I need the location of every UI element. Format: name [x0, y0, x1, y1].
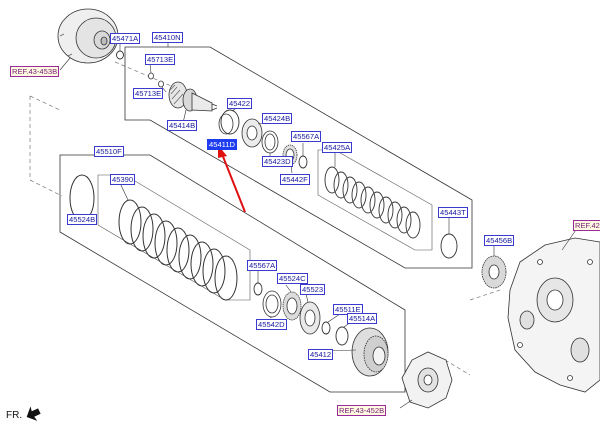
part-label-45423D[interactable]: 45423D [262, 156, 293, 167]
part-label-45524C[interactable]: 45524C [277, 273, 308, 284]
part-label-45523[interactable]: 45523 [300, 284, 326, 295]
upper-group-outline [124, 46, 473, 269]
ring-45423D [261, 130, 279, 154]
gear-45456B [481, 255, 507, 289]
lower-clutch-pack [118, 199, 238, 301]
ring-45511E [321, 321, 331, 335]
part-label-45411D[interactable]: 45411D [207, 139, 238, 150]
upper-clutch-pack [324, 166, 421, 239]
part-label-45510F[interactable]: 45510F [94, 146, 124, 157]
reference-link-43-453B[interactable]: REF.43-453B [10, 66, 60, 77]
snap-ring-45567A-upper [298, 155, 308, 169]
front-direction-icon [26, 406, 41, 421]
part-label-45713E-top[interactable]: 45713E [145, 54, 176, 65]
part-label-45422[interactable]: 45422 [227, 98, 253, 109]
part-label-45567A-lower[interactable]: 45567A [247, 260, 278, 271]
part-label-45542D[interactable]: 45542D [256, 319, 287, 330]
part-label-45524B[interactable]: 45524B [67, 214, 98, 225]
hub-45424B [241, 118, 263, 148]
ring-45422 [220, 109, 240, 135]
torque-converter [57, 8, 119, 64]
ring-45471A [116, 50, 124, 60]
part-label-45442F[interactable]: 45442F [280, 174, 310, 185]
cover-plate [401, 351, 453, 409]
ring-45514A [335, 326, 349, 346]
part-label-45567A-upper[interactable]: 45567A [291, 131, 322, 142]
part-label-45425A[interactable]: 45425A [322, 142, 353, 153]
input-shaft [148, 72, 218, 112]
highlight-arrow [218, 145, 246, 213]
reference-link-42[interactable]: REF.42 [573, 220, 600, 231]
part-label-45410N[interactable]: 45410N [152, 32, 183, 43]
reference-link-43-452B[interactable]: REF.43-452B [337, 405, 387, 416]
bearing-45524C [282, 291, 302, 321]
plate-45523 [299, 301, 321, 335]
lower-group-outline [59, 154, 406, 393]
inner-clutch-box-lower [97, 174, 251, 301]
part-label-45414B[interactable]: 45414B [167, 120, 198, 131]
part-label-45390[interactable]: 45390 [110, 174, 136, 185]
snap-ring-45443T [440, 233, 458, 259]
part-label-45471A[interactable]: 45471A [110, 33, 141, 44]
part-label-45514A[interactable]: 45514A [347, 313, 378, 324]
ring-45411D [218, 113, 234, 135]
part-label-45412[interactable]: 45412 [308, 349, 334, 360]
part-label-45713E-left[interactable]: 45713E [133, 88, 164, 99]
snap-ring-45567A-lower [253, 282, 263, 296]
ring-45542D [262, 290, 282, 318]
part-label-45424B[interactable]: 45424B [262, 113, 293, 124]
front-orientation-label: FR. [6, 410, 23, 421]
dashed-guides [29, 61, 501, 376]
part-label-45443T[interactable]: 45443T [438, 207, 468, 218]
part-label-45456B[interactable]: 45456B [484, 235, 515, 246]
drum-45412 [351, 327, 389, 377]
transmission-case [507, 237, 600, 393]
